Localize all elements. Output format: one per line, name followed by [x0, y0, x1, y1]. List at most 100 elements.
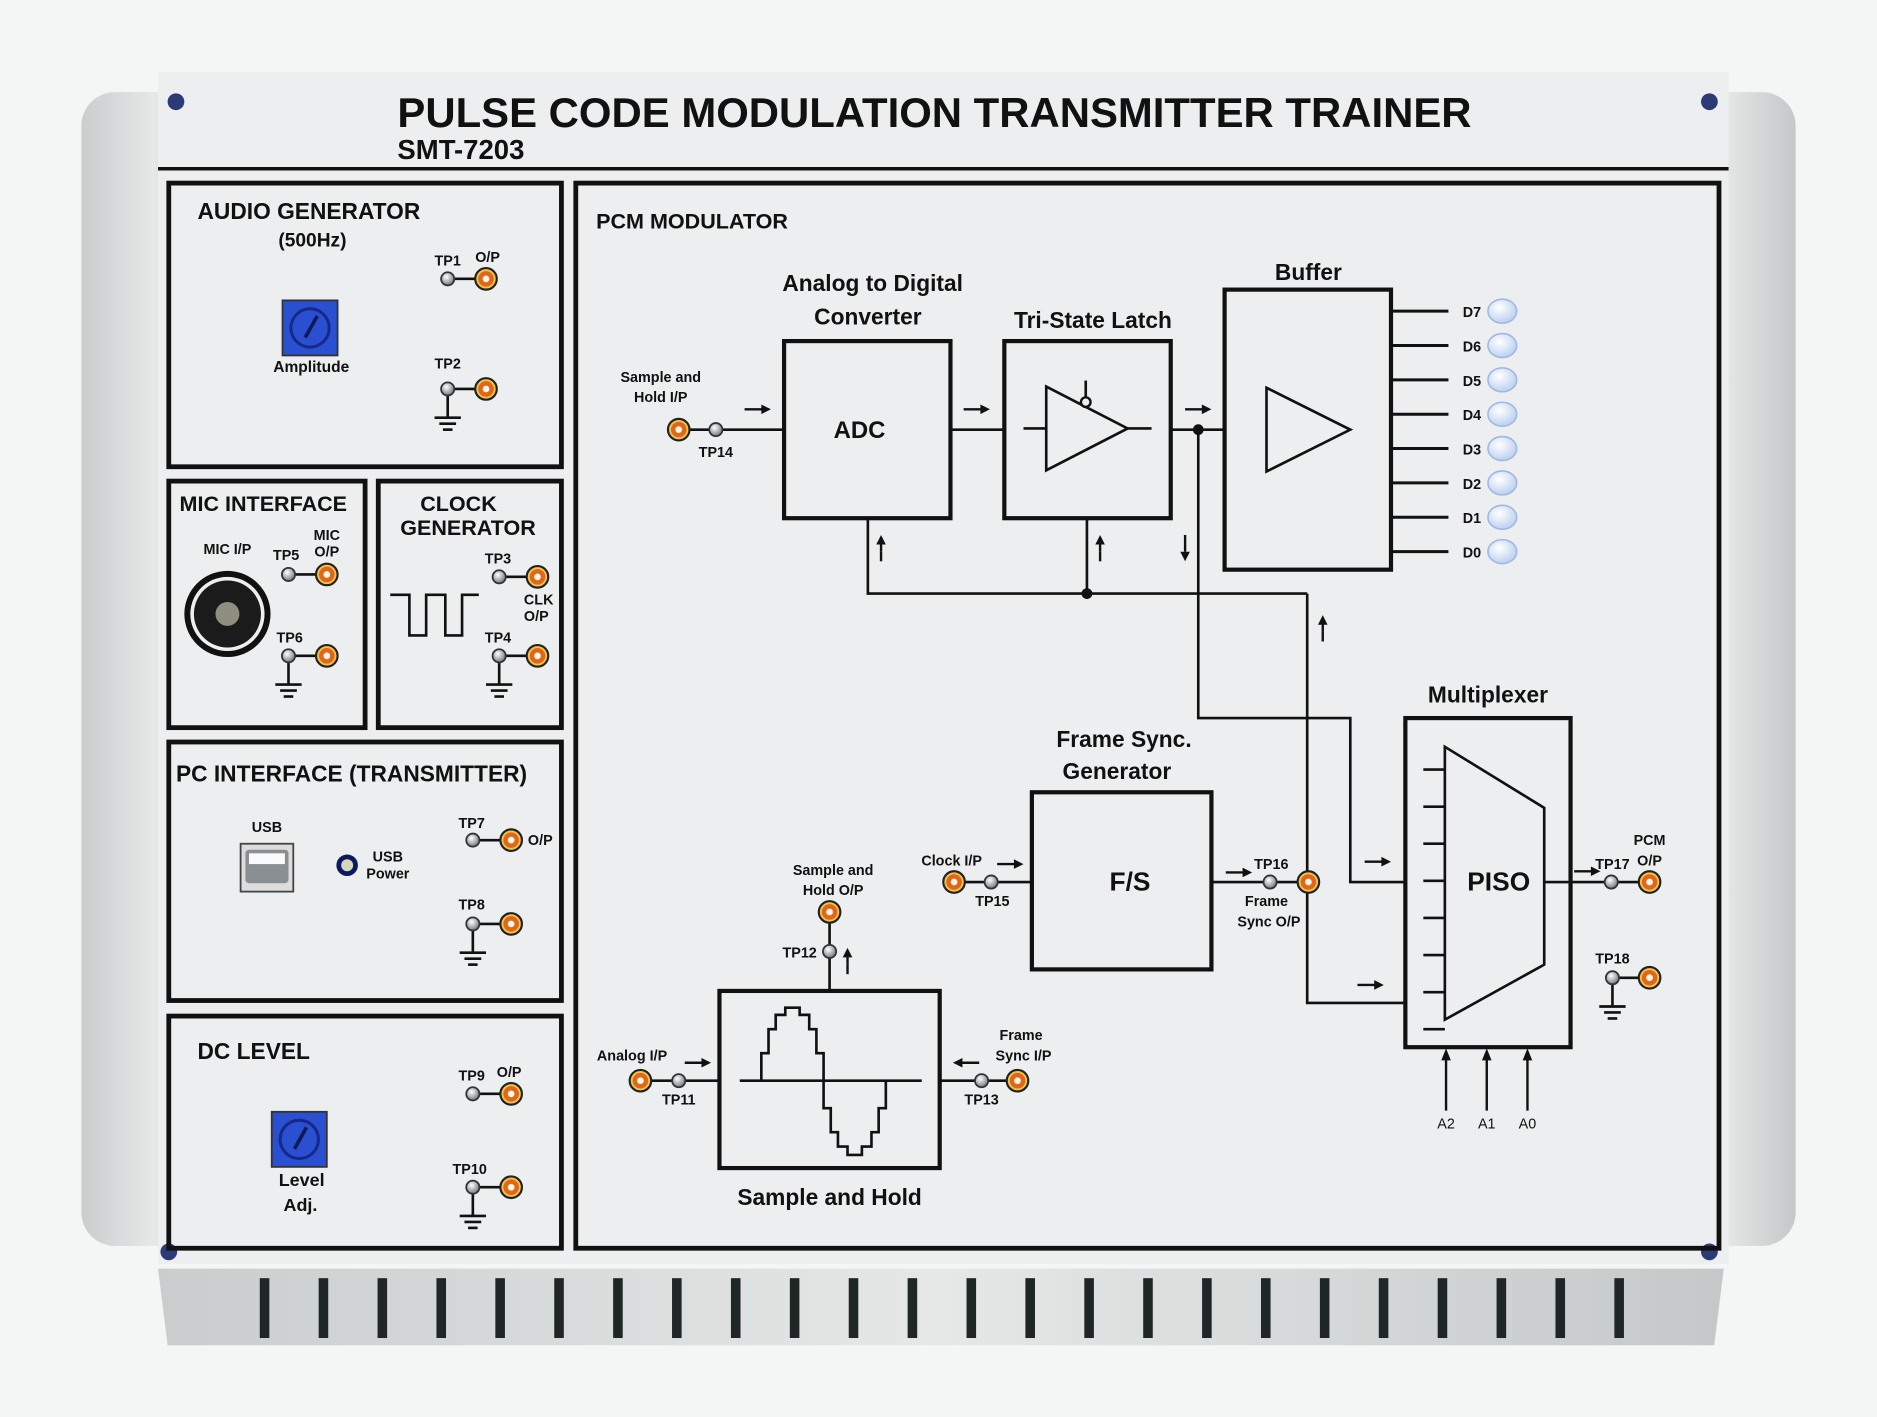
sh-output-socket[interactable] [817, 900, 842, 924]
arrow-left-icon [952, 1057, 980, 1068]
latch-title: Tri-State Latch [1014, 307, 1172, 333]
usb-port[interactable] [239, 842, 295, 893]
usb-power-label-2: Power [366, 866, 410, 882]
fs-input-label: Frame [1000, 1028, 1043, 1044]
tp12-test-point[interactable] [822, 943, 838, 959]
led-indicator [1487, 332, 1518, 359]
tp6-label: TP6 [277, 631, 303, 647]
data-bit-label: D0 [1463, 546, 1481, 562]
pcm-ground-socket[interactable] [1637, 965, 1662, 990]
sh-input-socket[interactable] [666, 417, 691, 442]
panel-pcm-modulator [573, 180, 1722, 1251]
tp15-test-point[interactable] [983, 874, 999, 890]
mic-output-socket[interactable] [314, 562, 339, 587]
arrow-right-icon [1225, 867, 1253, 878]
clock-input-label: Clock I/P [921, 853, 982, 869]
tp10-test-point[interactable] [459, 1179, 487, 1230]
clock-input-socket[interactable] [942, 870, 966, 894]
tp16-test-point[interactable] [1262, 874, 1278, 890]
tp11-test-point[interactable] [671, 1073, 687, 1089]
arrow-up-icon [1317, 615, 1328, 642]
pcm-output-label: PCM [1634, 833, 1666, 849]
tp4-test-point[interactable] [486, 648, 513, 698]
mic-input-jack[interactable] [184, 570, 271, 658]
arrow-right-icon [744, 404, 771, 415]
tp2-test-point[interactable] [434, 381, 461, 431]
tp2-label: TP2 [435, 357, 461, 373]
tp5-test-point[interactable] [281, 566, 296, 582]
mic-ground-socket[interactable] [314, 643, 339, 668]
level-adjust-knob[interactable] [270, 1110, 328, 1168]
data-bit-label: D4 [1463, 408, 1481, 424]
tp14-label: TP14 [699, 445, 733, 461]
tp13-label: TP13 [964, 1093, 998, 1109]
tp17-test-point[interactable] [1603, 874, 1619, 890]
tp7-test-point[interactable] [465, 832, 481, 848]
tp9-label: TP9 [458, 1069, 484, 1085]
analog-input-label: Analog I/P [597, 1048, 668, 1064]
data-bit-d6: D6 [1390, 332, 1518, 359]
data-bit-d4: D4 [1390, 401, 1518, 427]
adc-title: Analog to Digital [782, 270, 963, 296]
led-indicator [1487, 367, 1518, 393]
tp9-test-point[interactable] [465, 1086, 481, 1102]
led-indicator [1487, 504, 1518, 530]
buffer-symbol [1265, 385, 1354, 474]
address-line-a0: A0 [1519, 1048, 1536, 1133]
amplitude-knob[interactable] [281, 299, 339, 357]
audio-ground-socket[interactable] [474, 377, 498, 401]
dc-level-title: DC LEVEL [198, 1038, 311, 1064]
usb-label: USB [252, 820, 282, 836]
data-bit-label: D1 [1463, 511, 1481, 527]
audio-output-socket[interactable] [474, 267, 498, 291]
tp8-test-point[interactable] [459, 916, 487, 966]
fs-output-label: Frame [1245, 894, 1288, 910]
clock-output-socket[interactable] [525, 565, 550, 589]
mic-output-label: MIC [314, 528, 340, 544]
data-bit-label: D3 [1463, 443, 1481, 459]
mux-symbol [1443, 744, 1546, 1022]
pcm-output-socket[interactable] [1637, 870, 1662, 894]
pc-ground-socket[interactable] [499, 912, 523, 936]
clock-ground-socket[interactable] [525, 643, 550, 668]
tp6-test-point[interactable] [275, 648, 302, 698]
dc-output-socket[interactable] [499, 1082, 523, 1106]
clock-generator-title-2: GENERATOR [400, 516, 536, 540]
sampled-sine-icon [739, 1006, 922, 1157]
analog-input-socket[interactable] [628, 1068, 653, 1093]
address-line-a1: A1 [1478, 1048, 1496, 1133]
frame-sync-input-socket[interactable] [1005, 1068, 1030, 1093]
tp14-test-point[interactable] [708, 422, 724, 438]
data-bit-d1: D1 [1390, 504, 1518, 530]
level-adjust-label: Level [279, 1170, 325, 1190]
pcm-output-label-2: O/P [1637, 853, 1662, 869]
sample-hold-title: Sample and Hold [737, 1184, 921, 1210]
data-bit-d5: D5 [1390, 367, 1518, 393]
address-line-a2: A2 [1437, 1048, 1455, 1133]
panel-audio-generator [166, 180, 564, 470]
tp18-test-point[interactable] [1599, 970, 1626, 1020]
screw-icon [1701, 93, 1718, 111]
tp15-label: TP15 [975, 894, 1009, 910]
led-indicator [1487, 538, 1518, 565]
data-bit-label: D2 [1463, 477, 1481, 493]
fs-title: Frame Sync. [1056, 726, 1191, 752]
usb-power-label: USB [373, 850, 403, 866]
tp1-label: TP1 [435, 254, 461, 270]
frame-sync-output-socket[interactable] [1296, 870, 1321, 894]
panel-clock-generator [375, 478, 564, 731]
arrow-down-icon [1180, 534, 1190, 562]
arrow-right-icon [684, 1057, 712, 1068]
arrow-right-icon [963, 404, 990, 415]
data-bit-d0: D0 [1390, 538, 1518, 565]
audio-generator-frequency: (500Hz) [278, 231, 346, 252]
tp3-test-point[interactable] [491, 569, 507, 585]
tp10-label: TP10 [452, 1162, 486, 1178]
data-bit-d2: D2 [1390, 470, 1518, 496]
pc-output-socket[interactable] [499, 828, 523, 852]
dc-ground-socket[interactable] [499, 1175, 523, 1200]
tp13-test-point[interactable] [974, 1073, 990, 1089]
amplitude-label: Amplitude [273, 359, 349, 376]
tp1-test-point[interactable] [440, 271, 456, 287]
